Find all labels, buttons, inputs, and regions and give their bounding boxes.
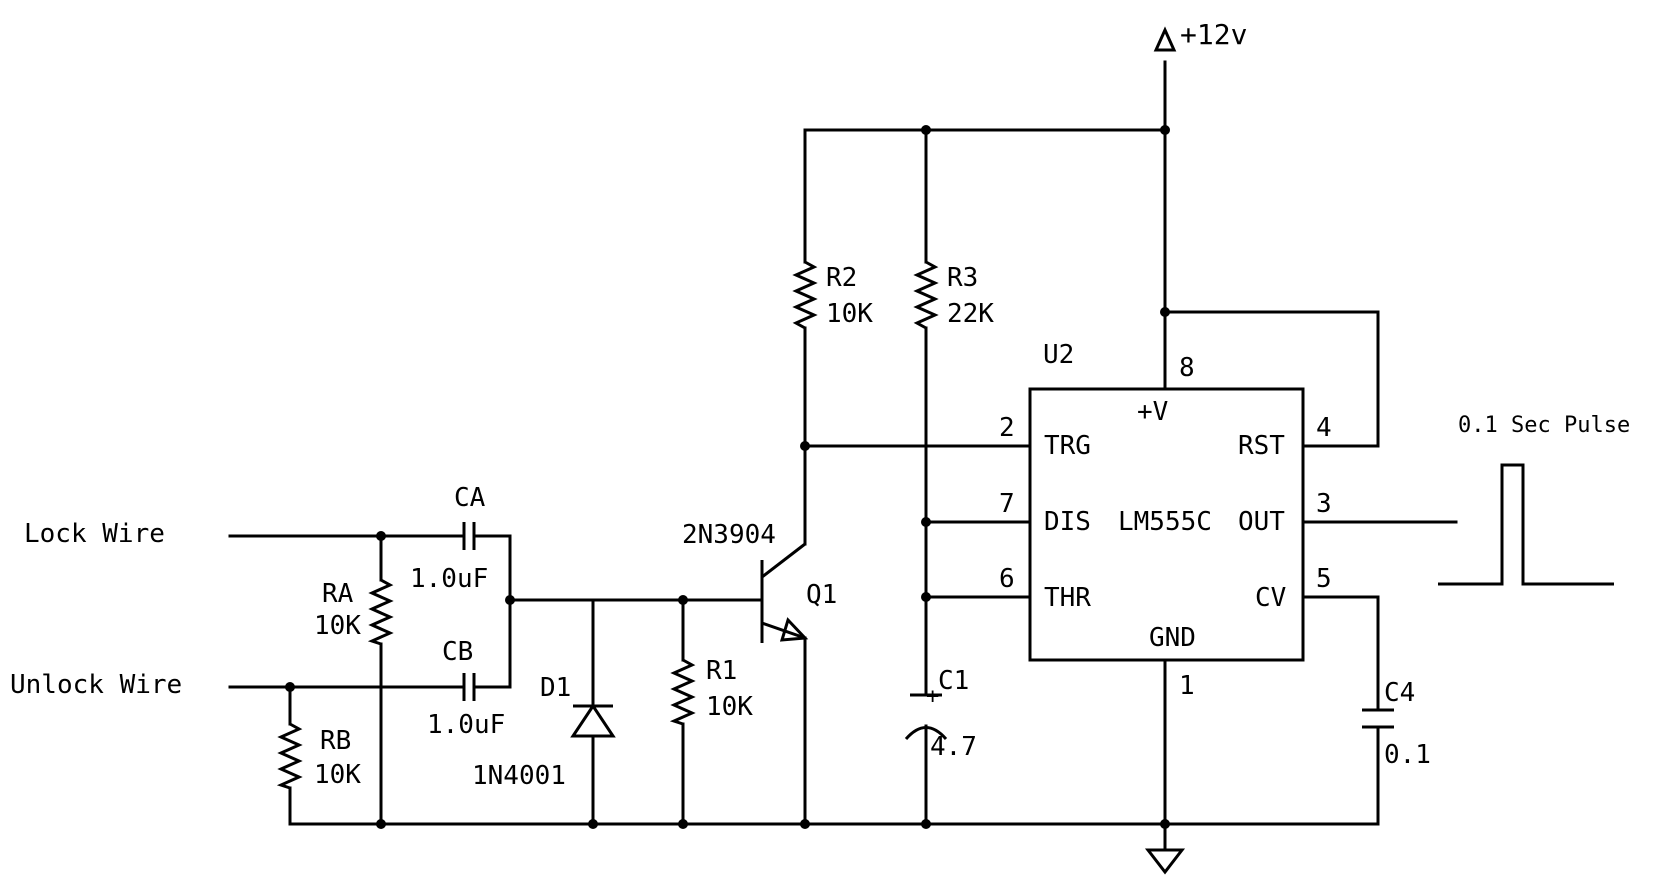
labels: Lock Wire Unlock Wire CA 1.0uF CB 1.0uF … <box>10 263 1630 791</box>
c1-value-label: 4.7 <box>930 732 977 762</box>
u2-part-label: LM555C <box>1118 507 1212 537</box>
ra-value-label: 10K <box>314 611 361 641</box>
junction-dot <box>376 531 386 541</box>
junction-dot <box>921 819 931 829</box>
pin-cv-name: CV <box>1255 583 1286 613</box>
pin-thr-number: 6 <box>999 564 1015 594</box>
unlock-wire-label: Unlock Wire <box>10 670 182 700</box>
pin-trg-number: 2 <box>999 413 1015 443</box>
junction-dot <box>800 819 810 829</box>
resistor-ra-icon <box>367 578 394 646</box>
resistor-r1-icon <box>669 658 696 726</box>
c4-value-label: 0.1 <box>1384 740 1431 770</box>
r1-ref-label: R1 <box>706 656 737 686</box>
junction-dot <box>285 682 295 692</box>
lock-wire-label: Lock Wire <box>24 519 165 549</box>
u2-ref-label: U2 <box>1043 340 1074 370</box>
junction-dot <box>921 125 931 135</box>
ca-value-label: 1.0uF <box>410 564 488 594</box>
ca-right-wire <box>472 534 512 689</box>
pin-out-name: OUT <box>1238 507 1285 537</box>
d1-value-label: 1N4001 <box>472 761 566 791</box>
r2-ref-label: R2 <box>826 263 857 293</box>
junction-dot <box>800 441 810 451</box>
supply-label: +12v <box>1180 18 1247 51</box>
r1-value-label: 10K <box>706 692 753 722</box>
output-pulse-icon <box>1438 463 1614 586</box>
cv-wire <box>1301 595 1380 712</box>
capacitor-c1-curved-plate <box>904 726 948 741</box>
cb-value-label: 1.0uF <box>427 710 505 740</box>
resistor-r2-icon <box>792 260 818 330</box>
junction-dot <box>588 819 598 829</box>
pin-dis-name: DIS <box>1044 507 1091 537</box>
rb-value-label: 10K <box>314 760 361 790</box>
junction-dot <box>678 819 688 829</box>
u2-supply-label: +V <box>1137 397 1168 427</box>
r2-value-label: 10K <box>826 299 873 329</box>
transistor-collector <box>761 542 806 579</box>
rb-ref-label: RB <box>320 726 351 756</box>
junction-dot <box>505 595 515 605</box>
resistor-r3-icon <box>913 260 939 330</box>
junction-dot <box>1160 125 1170 135</box>
r3-ref-label: R3 <box>947 263 978 293</box>
junction-dot <box>1160 819 1170 829</box>
resistor-rb-icon <box>276 722 303 790</box>
cb-ref-label: CB <box>442 637 473 667</box>
ca-ref-label: CA <box>454 483 486 513</box>
q1-ref-label: Q1 <box>806 580 837 610</box>
r3-value-label: 22K <box>947 299 994 329</box>
pin-cv-number: 5 <box>1316 564 1332 594</box>
pin-out-number: 3 <box>1316 489 1332 519</box>
pin-trg-name: TRG <box>1044 431 1091 461</box>
pin-rst-name: RST <box>1238 431 1285 461</box>
c1-ref-label: C1 <box>938 666 969 696</box>
d1-ref-label: D1 <box>540 673 571 703</box>
transistor-emitter-arrow-icon <box>779 617 809 642</box>
junction-dot <box>678 595 688 605</box>
reset-tie-wire <box>1163 310 1380 448</box>
junctions <box>285 125 1170 829</box>
junction-dot <box>376 819 386 829</box>
c4-ref-label: C4 <box>1384 678 1415 708</box>
u2-gnd-label: GND <box>1149 623 1196 653</box>
c1-polarity-label: + <box>926 684 939 709</box>
ra-ref-label: RA <box>322 579 354 609</box>
diode-d1-icon <box>570 703 616 738</box>
wires <box>228 60 1458 852</box>
output-pulse-label: 0.1 Sec Pulse <box>1458 413 1630 438</box>
junction-dot <box>921 592 931 602</box>
pin-rst-number: 4 <box>1316 413 1332 443</box>
pin-dis-number: 7 <box>999 489 1015 519</box>
ic-u2-body <box>1028 387 1305 662</box>
junction-dot <box>1160 307 1170 317</box>
junction-dot <box>921 517 931 527</box>
power-arrow-icon <box>1153 26 1177 52</box>
pin-gnd-number: 1 <box>1179 671 1195 701</box>
ground-icon <box>1144 848 1186 875</box>
q1-part-label: 2N3904 <box>682 520 776 550</box>
pin-vcc-number: 8 <box>1179 353 1195 383</box>
pin-thr-name: THR <box>1044 583 1091 613</box>
